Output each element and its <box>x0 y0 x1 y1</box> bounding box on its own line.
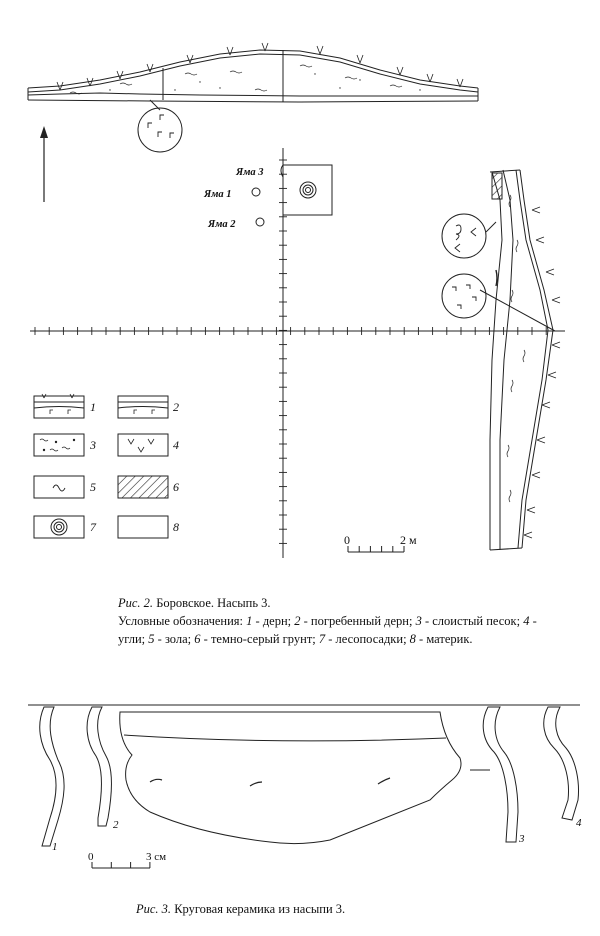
figure2-title: Боровское. Насыпь 3. <box>153 596 271 610</box>
caption-num-1: 1 <box>246 614 253 628</box>
legend <box>33 393 169 539</box>
scale-bar-fig3-zero: 0 <box>88 851 94 863</box>
legend-swatch-3 <box>33 433 85 457</box>
figure3-label: Рис. 3. <box>136 902 172 916</box>
caption-num-6: 6 <box>194 632 201 646</box>
legend-num-1: 1 <box>90 400 96 414</box>
caption-text-1: - дерн; <box>252 614 295 628</box>
legend-num-3: 3 <box>89 438 96 452</box>
legend-swatch-8 <box>117 515 169 539</box>
sherd-2 <box>86 706 112 827</box>
sherd-3 <box>482 706 519 843</box>
caption-text-7: - лесопосадки; <box>325 632 410 646</box>
legend-num-2: 2 <box>173 400 179 414</box>
caption-text-8: - материк. <box>415 632 473 646</box>
figure2-caption: Рис. 2. Боровское. Насыпь 3. Условные об… <box>118 594 538 648</box>
figure3-title: Круговая керамика из насыпи 3. <box>171 902 346 916</box>
legend-swatch-5 <box>33 475 85 499</box>
horizontal-profile <box>27 42 479 153</box>
legend-num-6: 6 <box>173 480 179 494</box>
sherd-label-3: 3 <box>518 833 525 845</box>
sherd-4 <box>543 706 579 821</box>
legend-num-5: 5 <box>90 480 96 494</box>
caption-text-3: - слоистый песок; <box>421 614 524 628</box>
ceramics-drawing <box>28 704 580 847</box>
pit-label-1: Яма 1 <box>203 189 232 200</box>
legend-num-8: 8 <box>173 520 179 534</box>
caption-num-2: 2 <box>294 614 301 628</box>
caption-text-4: - угли; <box>118 614 537 646</box>
legend-num-7: 7 <box>90 520 97 534</box>
pit-plan <box>251 164 333 227</box>
north-arrow-icon <box>40 126 48 202</box>
sherd-label-4: 4 <box>576 817 582 829</box>
legend-num-4: 4 <box>173 438 179 452</box>
caption-text-6: - темно-серый грунт; <box>200 632 319 646</box>
caption-num-3: 3 <box>415 614 422 628</box>
scale-bar-fig2-end: 2 м <box>400 533 417 547</box>
scale-bar-fig3 <box>91 862 151 869</box>
caption-num-5: 5 <box>148 632 155 646</box>
legend-swatch-2 <box>117 395 169 419</box>
sherd-label-2: 2 <box>113 819 119 831</box>
scale-bar-fig2-zero: 0 <box>344 533 350 547</box>
caption-num-8: 8 <box>409 632 416 646</box>
caption-text-5: - зола; <box>154 632 195 646</box>
legend-swatch-4 <box>117 433 169 457</box>
pit-label-3: Яма 3 <box>235 167 264 178</box>
plan-axes <box>30 148 565 558</box>
caption-num-7: 7 <box>318 632 326 646</box>
legend-swatch-6 <box>117 475 169 499</box>
pit-label-2: Яма 2 <box>207 219 236 230</box>
sherd-1 <box>39 706 65 847</box>
vessel-fragment <box>119 711 490 845</box>
vertical-profile <box>441 169 561 551</box>
legend-intro: Условные обозначения: <box>118 614 247 628</box>
figure3-caption: Рис. 3. Круговая керамика из насыпи 3. <box>136 900 345 918</box>
scale-bar-fig2 <box>347 546 405 553</box>
legend-swatch-1 <box>33 393 85 419</box>
scale-bar-fig3-end: 3 см <box>146 851 166 863</box>
legend-swatch-7 <box>33 515 85 539</box>
figure2-legend-text: Условные обозначения: 1 - дерн; 2 - погр… <box>118 612 538 648</box>
sherd-label-1: 1 <box>52 841 58 853</box>
caption-num-4: 4 <box>523 614 530 628</box>
caption-text-2: - погребенный дерн; <box>300 614 416 628</box>
figure2-caption-title-line: Рис. 2. Боровское. Насыпь 3. <box>118 594 538 612</box>
figure2-label: Рис. 2. <box>118 596 154 610</box>
